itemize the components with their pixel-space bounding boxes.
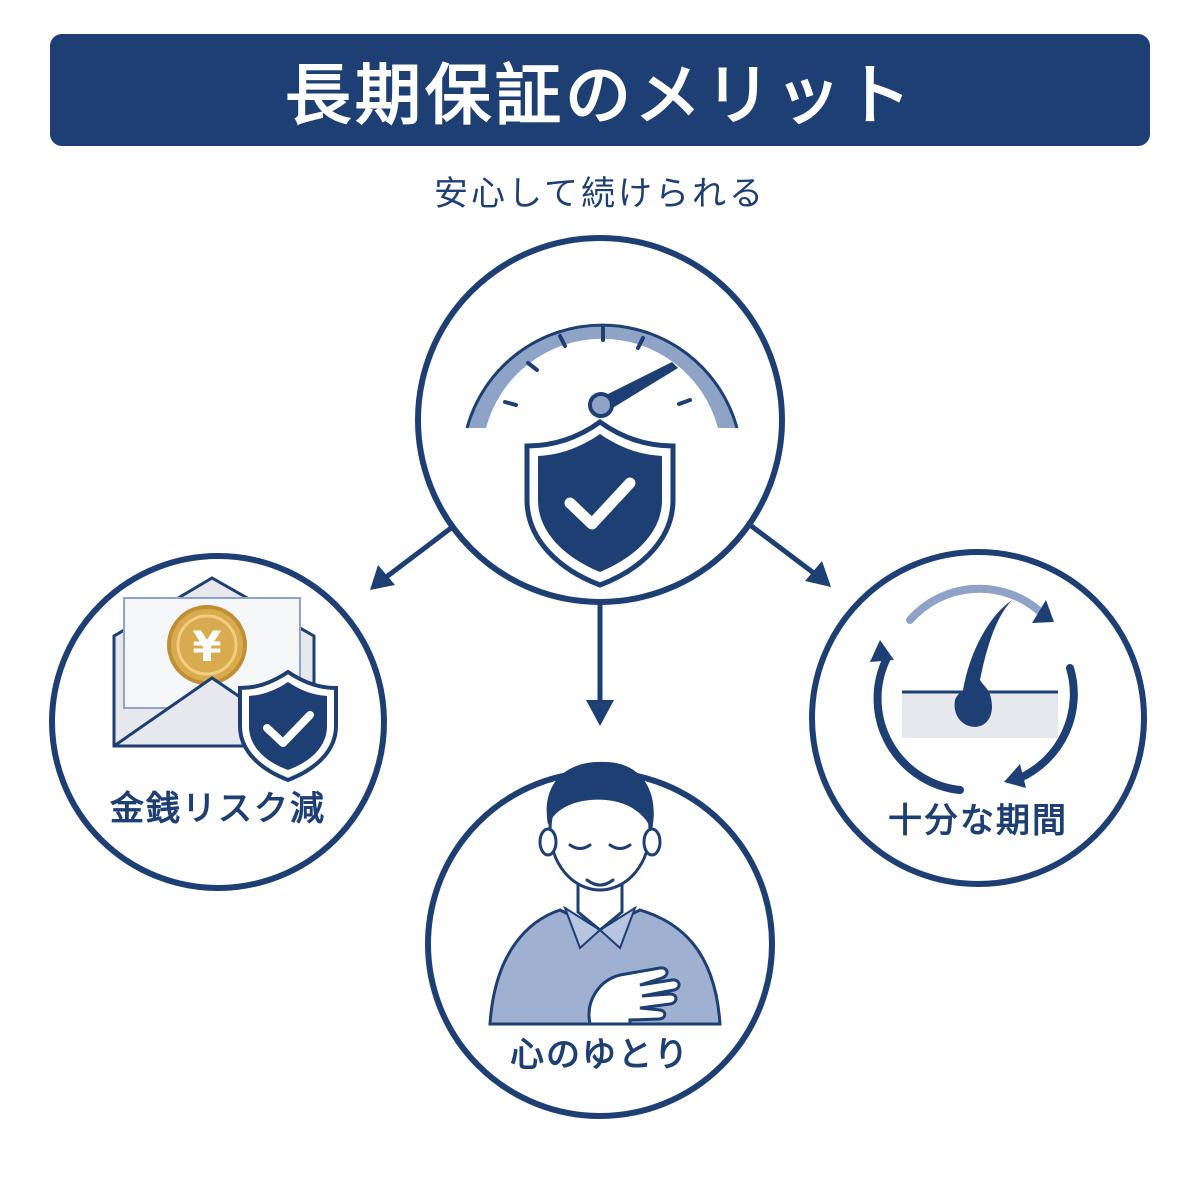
arrow-to-money-risk	[370, 522, 458, 590]
coin-yen-symbol: ¥	[192, 622, 221, 671]
page-title: 長期保証のメリット	[285, 57, 915, 134]
arrow-to-peace-of-mind	[586, 600, 614, 726]
connector-arrows	[370, 522, 831, 726]
arrow-to-sufficient-period	[747, 522, 831, 587]
relaxed-man-icon	[488, 761, 722, 1026]
yen-coin-icon: ¥	[167, 605, 247, 685]
shield-check-icon	[524, 418, 676, 588]
cycle-arrows-icon	[870, 584, 1078, 794]
money-risk-label: 金銭リスク減	[109, 789, 326, 829]
peace-of-mind-label: 心のゆとり	[510, 1035, 690, 1075]
title-banner: 長期保証のメリット	[50, 34, 1150, 146]
sufficient-period-label: 十分な期間	[888, 801, 1068, 841]
gauge-icon	[465, 323, 739, 429]
hair-follicle-icon	[902, 600, 1058, 738]
small-shield-check-icon	[238, 669, 338, 783]
benefit-node-peace-of-mind: 心のゆとり	[425, 761, 775, 1119]
page-subtitle: 安心して続けられる	[434, 174, 766, 214]
center-node	[415, 235, 785, 605]
benefit-node-sufficient-period: 十分な期間	[809, 549, 1147, 887]
benefit-node-money-risk: ¥ 金銭リスク減	[49, 553, 387, 891]
